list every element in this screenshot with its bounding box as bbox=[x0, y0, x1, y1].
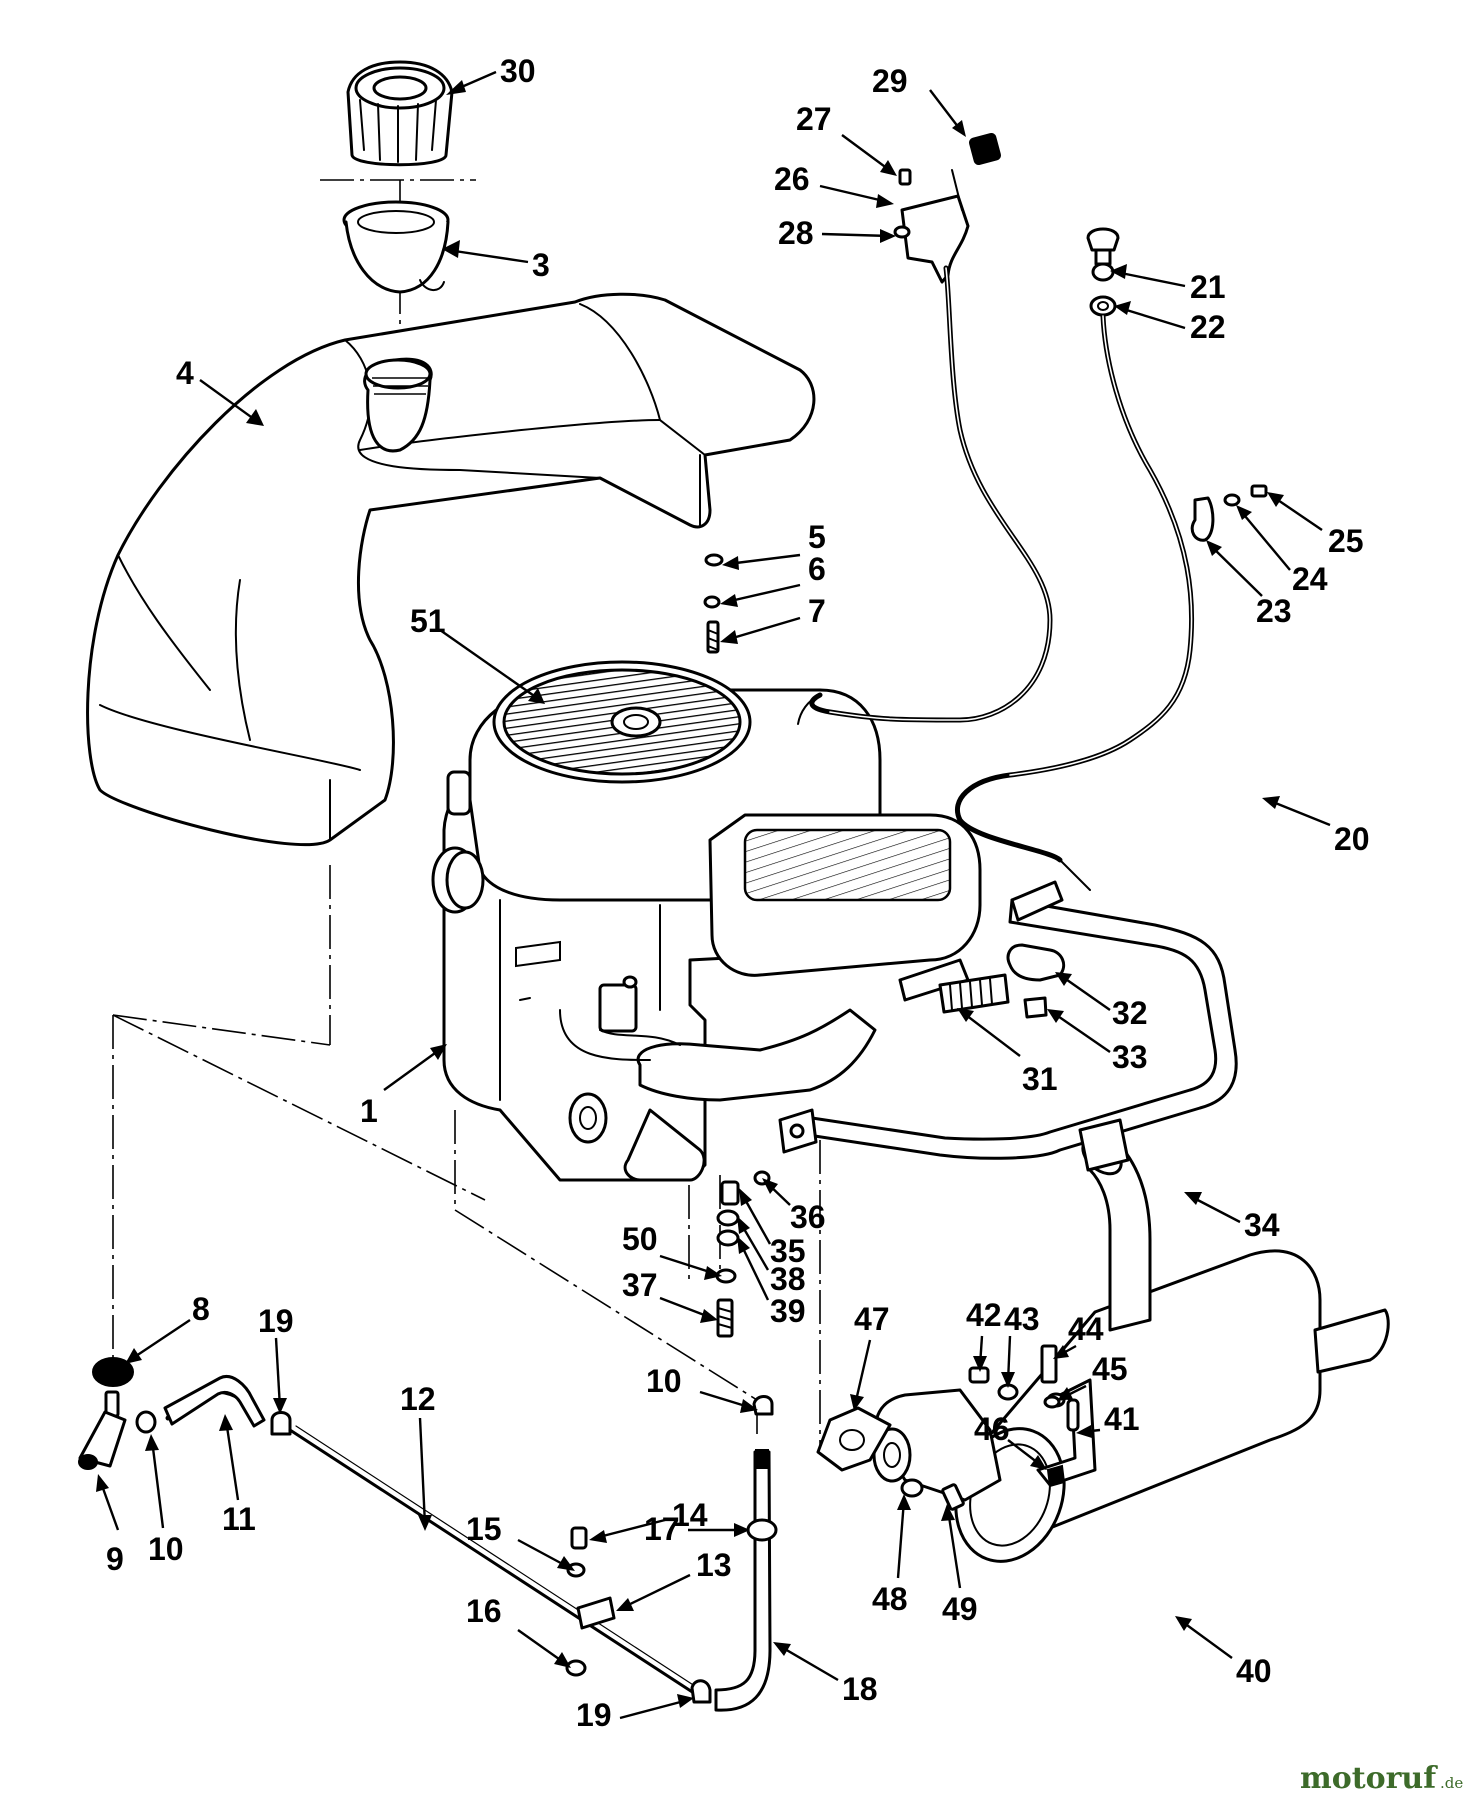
callout-9: 9 bbox=[106, 1541, 124, 1577]
callout-24: 24 bbox=[1292, 561, 1328, 597]
fuel-strainer bbox=[342, 200, 450, 294]
fuel-cap bbox=[346, 60, 454, 167]
callout-37: 37 bbox=[622, 1267, 658, 1303]
callout-30: 30 bbox=[500, 53, 536, 89]
fuel-tank bbox=[86, 292, 816, 847]
callout-4: 4 bbox=[176, 355, 194, 391]
callout-47: 47 bbox=[854, 1301, 890, 1337]
cable-clamp bbox=[1190, 484, 1268, 542]
engine bbox=[431, 660, 982, 1182]
callout-10-right: 10 bbox=[646, 1363, 682, 1399]
exhaust-gasket bbox=[816, 1406, 892, 1472]
callout-5: 5 bbox=[808, 519, 826, 555]
alignment-guides bbox=[112, 179, 821, 1450]
callout-50: 50 bbox=[622, 1221, 658, 1257]
callout-28: 28 bbox=[778, 215, 814, 251]
callout-45: 45 bbox=[1092, 1351, 1128, 1387]
callout-44: 44 bbox=[1068, 1311, 1104, 1347]
callout-26: 26 bbox=[774, 161, 810, 197]
callout-14: 14 bbox=[672, 1497, 708, 1533]
callout-22: 22 bbox=[1190, 309, 1226, 345]
watermark: motoruf .de bbox=[1300, 1761, 1463, 1796]
callout-33: 33 bbox=[1112, 1039, 1148, 1075]
callout-labels: 30 3 4 5 6 7 51 29 27 26 28 21 22 25 24 … bbox=[106, 53, 1370, 1733]
callout-42: 42 bbox=[966, 1297, 1002, 1333]
callout-13: 13 bbox=[696, 1547, 732, 1583]
callout-36: 36 bbox=[790, 1199, 826, 1235]
choke-cable bbox=[955, 227, 1195, 891]
fuel-system bbox=[78, 1357, 778, 1712]
callout-49: 49 bbox=[942, 1591, 978, 1627]
callout-48: 48 bbox=[872, 1581, 908, 1617]
exhaust-pipe bbox=[778, 880, 1238, 1160]
callout-29: 29 bbox=[872, 63, 908, 99]
throttle-control bbox=[797, 132, 1053, 725]
callout-21: 21 bbox=[1190, 269, 1226, 305]
callout-19-upper: 19 bbox=[258, 1303, 294, 1339]
callout-46: 46 bbox=[974, 1411, 1010, 1447]
callout-1: 1 bbox=[360, 1093, 378, 1129]
callout-11: 11 bbox=[222, 1501, 256, 1537]
callout-15: 15 bbox=[466, 1511, 502, 1547]
callout-10-left: 10 bbox=[148, 1531, 184, 1567]
callout-17: 17 bbox=[644, 1511, 680, 1547]
callout-27: 27 bbox=[796, 101, 832, 137]
callout-25: 25 bbox=[1328, 523, 1364, 559]
callout-23: 23 bbox=[1256, 593, 1292, 629]
callout-18: 18 bbox=[842, 1671, 878, 1707]
muffler-hardware bbox=[900, 1344, 1061, 1511]
callout-35: 35 bbox=[770, 1233, 806, 1269]
callout-12: 12 bbox=[400, 1381, 436, 1417]
callout-34: 34 bbox=[1244, 1207, 1280, 1243]
callout-40: 40 bbox=[1236, 1653, 1272, 1689]
leader-lines bbox=[96, 70, 1331, 1720]
callout-6: 6 bbox=[808, 551, 826, 587]
callout-38: 38 bbox=[770, 1261, 806, 1297]
callout-16: 16 bbox=[466, 1593, 502, 1629]
callout-43: 43 bbox=[1004, 1301, 1040, 1337]
callout-32: 32 bbox=[1112, 995, 1148, 1031]
callout-3: 3 bbox=[532, 247, 550, 283]
callout-51: 51 bbox=[410, 603, 446, 639]
watermark-suffix: .de bbox=[1440, 1774, 1463, 1792]
callout-31: 31 bbox=[1022, 1061, 1058, 1097]
tank-mount-hardware bbox=[703, 553, 724, 654]
callout-7: 7 bbox=[808, 593, 826, 629]
callout-19-lower: 19 bbox=[576, 1697, 612, 1733]
callout-41: 41 bbox=[1104, 1401, 1140, 1437]
watermark-text: motoruf bbox=[1300, 1761, 1438, 1796]
callout-39: 39 bbox=[770, 1293, 806, 1329]
callout-20: 20 bbox=[1334, 821, 1370, 857]
callout-8: 8 bbox=[192, 1291, 210, 1327]
